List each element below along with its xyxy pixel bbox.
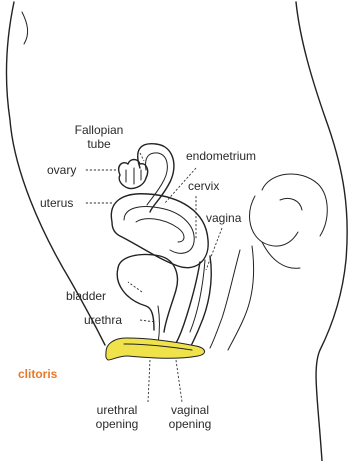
label-uterus: uterus (40, 196, 73, 210)
label-cervix: cervix (188, 179, 219, 193)
label-clitoris: clitoris (18, 367, 58, 381)
label-fallopian-tube-2: tube (87, 137, 111, 151)
intestine-outline (210, 174, 327, 350)
fallopian-tube-shape (138, 144, 174, 212)
label-urethral-opening-2: opening (96, 417, 139, 431)
label-endometrium: endometrium (186, 149, 256, 163)
label-urethra: urethra (84, 313, 122, 327)
body-outline (7, 2, 348, 461)
label-ovary: ovary (47, 163, 76, 177)
bladder-shape (117, 255, 177, 345)
label-vagina: vagina (206, 211, 242, 225)
vagina-shape (172, 256, 211, 352)
label-bladder: bladder (66, 289, 106, 303)
label-vaginal-opening: vaginal (171, 403, 209, 417)
labels: Fallopian tube endometrium ovary cervix … (18, 123, 256, 431)
label-urethral-opening: urethral (97, 403, 138, 417)
ovary-shape (119, 160, 148, 189)
label-vaginal-opening-2: opening (169, 417, 212, 431)
clitoris-shape (106, 338, 205, 360)
label-fallopian-tube: Fallopian (75, 123, 124, 137)
